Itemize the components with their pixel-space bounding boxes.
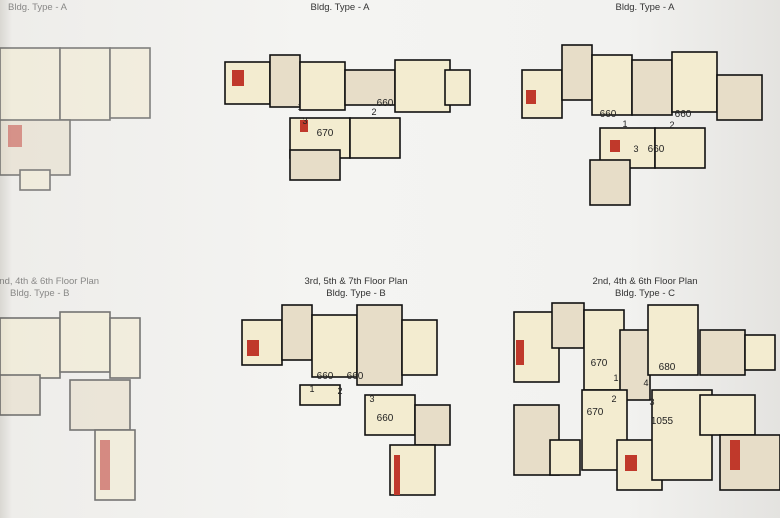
area-label: 3 bbox=[649, 397, 654, 407]
room bbox=[654, 127, 706, 169]
room bbox=[414, 404, 451, 446]
area-label: 660 bbox=[377, 98, 394, 109]
floor-plan-a3: 660 660 660 1 2 3 bbox=[521, 44, 763, 206]
area-label: 1055 bbox=[651, 416, 674, 427]
plan-b1-title: 2nd, 4th & 6th Floor Plan bbox=[0, 276, 100, 287]
room bbox=[0, 374, 41, 416]
room bbox=[109, 317, 141, 379]
room bbox=[0, 47, 61, 124]
area-label: 3 bbox=[302, 116, 307, 126]
room bbox=[281, 304, 313, 361]
bed bbox=[730, 440, 740, 470]
room bbox=[109, 47, 151, 119]
area-label: 3 bbox=[633, 144, 638, 154]
room bbox=[289, 149, 341, 181]
room bbox=[744, 334, 776, 371]
room bbox=[444, 69, 471, 106]
area-label: 2 bbox=[337, 386, 342, 396]
bed bbox=[394, 455, 400, 495]
floor-plan-b1 bbox=[0, 311, 141, 501]
room bbox=[719, 434, 780, 491]
area-label: 2 bbox=[371, 107, 376, 117]
room bbox=[0, 317, 61, 379]
room bbox=[224, 61, 271, 105]
room bbox=[699, 329, 746, 376]
plan-c1-title: 2nd, 4th & 6th Floor Plan bbox=[592, 276, 698, 287]
bed bbox=[610, 140, 620, 152]
room bbox=[561, 44, 593, 101]
bed bbox=[100, 440, 110, 490]
room bbox=[671, 51, 718, 113]
room bbox=[349, 117, 401, 159]
plan-b2-subtitle: Bldg. Type - B bbox=[326, 288, 386, 299]
room bbox=[356, 304, 403, 386]
floor-plan-a2: 660 670 1 2 3 bbox=[224, 54, 471, 181]
room bbox=[344, 69, 396, 106]
room bbox=[59, 311, 111, 373]
bed bbox=[247, 340, 259, 356]
room bbox=[299, 61, 346, 111]
area-label: 660 bbox=[377, 413, 394, 424]
room bbox=[69, 379, 131, 431]
bed bbox=[232, 70, 244, 86]
area-label: 1 bbox=[297, 102, 302, 112]
room bbox=[311, 314, 358, 378]
plan-b2-title: 3rd, 5th & 7th Floor Plan bbox=[304, 276, 408, 287]
bed bbox=[625, 455, 637, 471]
area-label: 1 bbox=[309, 384, 314, 394]
bed bbox=[516, 340, 524, 365]
area-label: 670 bbox=[587, 407, 604, 418]
room bbox=[269, 54, 301, 108]
plan-c1-subtitle: Bldg. Type - C bbox=[614, 288, 676, 299]
area-label: 1 bbox=[622, 119, 627, 129]
room bbox=[591, 54, 633, 116]
bed bbox=[300, 120, 308, 132]
room bbox=[19, 169, 51, 191]
room bbox=[647, 304, 699, 376]
plan-a1-subtitle: Bldg. Type - A bbox=[8, 2, 67, 13]
area-label: 660 bbox=[648, 144, 665, 155]
room bbox=[394, 59, 451, 113]
room bbox=[619, 329, 651, 401]
room bbox=[551, 302, 585, 349]
area-label: 2 bbox=[669, 120, 674, 130]
area-label: 660 bbox=[675, 109, 692, 120]
room bbox=[59, 47, 111, 121]
room bbox=[401, 319, 438, 376]
area-label: 3 bbox=[369, 394, 374, 404]
area-label: 1 bbox=[613, 373, 618, 383]
floor-plan-c1: 670 680 670 1055 1 2 34 bbox=[513, 302, 780, 491]
room bbox=[583, 309, 625, 391]
bed bbox=[8, 125, 22, 147]
floor-plan-a1 bbox=[0, 47, 151, 191]
plan-b1-subtitle: Bldg. Type - B bbox=[10, 288, 70, 299]
plan-a3-subtitle: Bldg. Type - A bbox=[615, 2, 675, 13]
area-label: 670 bbox=[317, 128, 334, 139]
area-label: 670 bbox=[591, 358, 608, 369]
area-label: 2 bbox=[611, 394, 616, 404]
room bbox=[631, 59, 673, 116]
area-label: 4 bbox=[643, 378, 648, 388]
area-label: 660 bbox=[600, 109, 617, 120]
plan-a2-subtitle: Bldg. Type - A bbox=[310, 2, 370, 13]
room bbox=[549, 439, 581, 476]
room bbox=[299, 384, 341, 406]
area-label: 660 bbox=[317, 371, 334, 382]
room bbox=[699, 394, 756, 436]
bed bbox=[526, 90, 536, 104]
room bbox=[589, 159, 631, 206]
area-label: 680 bbox=[659, 362, 676, 373]
area-label: 660 bbox=[347, 371, 364, 382]
room bbox=[716, 74, 763, 121]
